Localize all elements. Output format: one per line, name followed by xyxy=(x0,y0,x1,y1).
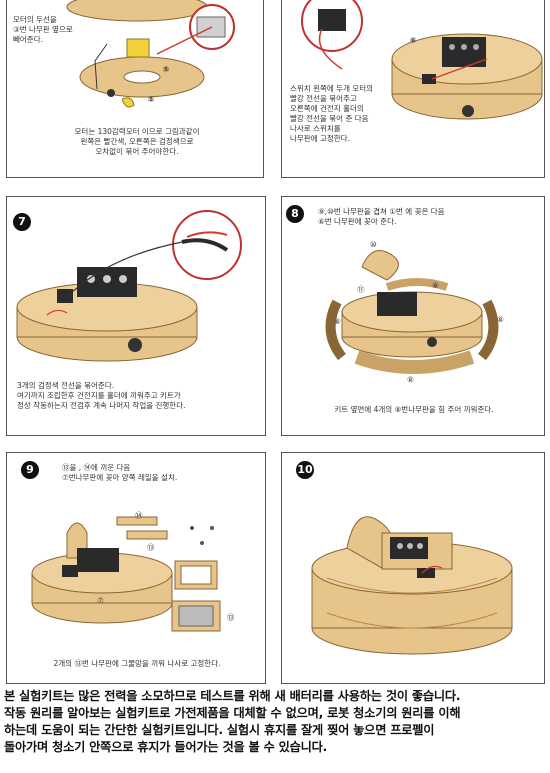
step-9-label-icon: ⑦ xyxy=(97,596,104,605)
step-10-panel: 10 xyxy=(281,452,545,684)
step-9-number-badge: 9 xyxy=(21,461,39,479)
step-5-panel: ⑤ ⑤ 모터의 두선을 ③번 나무판 옆으로 빼어준다. 모터는 130감력모터… xyxy=(6,0,264,178)
step-9-caption: 2개의 ⑬번 나무판에 그물망을 끼워 나사로 고정한다. xyxy=(53,659,221,668)
step-5-illustration xyxy=(66,0,235,108)
step-7-panel: 7 3개의 검정색 전선을 묶어준다. 여기까지 조립한후 건전지를 홀더에 끼… xyxy=(6,196,266,436)
step-8-note: ⑨,⑩번 나무판을 겹쳐 ①번 에 꽂은 다음 ⑥번 나무판에 꽂아 준다. xyxy=(318,207,445,226)
step-5-caption-b: 모터는 130감력모터 이므로 그림과같이 왼쪽은 빨간색, 오른쪽은 검정색으… xyxy=(74,127,200,156)
step-8-label-icon: ⑩ xyxy=(370,240,377,249)
step-5-label-icon: ⑤ xyxy=(162,65,170,74)
step-8-label-icon: ⑧ xyxy=(497,315,504,324)
step-7-illustration xyxy=(16,210,242,362)
step-9-label-icon: ⑬ xyxy=(227,613,235,622)
step-8-label-icon: ⑧ xyxy=(407,375,414,384)
step-6-label-icon: ⑥ xyxy=(409,36,417,45)
step-8-illustration xyxy=(325,250,499,374)
step-9-label-icon: ⑬ xyxy=(147,543,155,552)
step-8-label-icon: ⑧ xyxy=(432,281,439,290)
step-6-panel: ⑥ 스위치 왼쪽에 두개 모터의 빨강 전선을 묶어주고 오른쪽에 건전지 홀더… xyxy=(281,0,545,178)
step-6-illustration xyxy=(301,0,543,120)
step-9-note: ⑬을 , ⑭에 끼운 다음 ⑦번나무판에 꽂아 양쪽 레일을 설치. xyxy=(62,463,178,482)
step-10-illustration xyxy=(311,516,513,655)
step-9-label-icon: ⑭ xyxy=(135,511,143,520)
step-7-caption: 3개의 검정색 전선을 묶어준다. 여기까지 조립한후 건전지를 홀더에 끼워주… xyxy=(17,381,186,410)
step-9-illustration xyxy=(31,516,221,632)
step-7-number-badge: 7 xyxy=(13,213,31,231)
step-8-label-icon: ⑧ xyxy=(334,317,341,326)
step-5-label-icon: ⑤ xyxy=(147,95,155,104)
step-8-panel: 8 ⑨,⑩번 나무판을 겹쳐 ①번 에 꽂은 다음 ⑥번 나무판에 꽂아 준다.… xyxy=(281,196,545,436)
step-5-caption-a: 모터의 두선을 ③번 나무판 옆으로 빼어준다. xyxy=(13,15,73,44)
step-9-panel: 9 ⑬을 , ⑭에 끼운 다음 ⑦번나무판에 꽂아 양쪽 레일을 설치. ⑭ ⑬… xyxy=(6,452,266,684)
step-10-number-badge: 10 xyxy=(296,461,314,479)
step-8-caption: 키트 옆면에 4개의 ⑧번나무판을 힘 주어 끼워준다. xyxy=(334,405,494,414)
step-6-caption: 스위치 왼쪽에 두개 모터의 빨강 전선을 묶어주고 오른쪽에 건전지 홀더의 … xyxy=(290,84,374,143)
step-8-number-badge: 8 xyxy=(286,205,304,223)
footer-notice: 본 실험키트는 많은 전력을 소모하므로 테스트를 위해 새 배터리를 사용하는… xyxy=(4,689,461,754)
step-8-label-icon: ⑪ xyxy=(357,285,365,294)
